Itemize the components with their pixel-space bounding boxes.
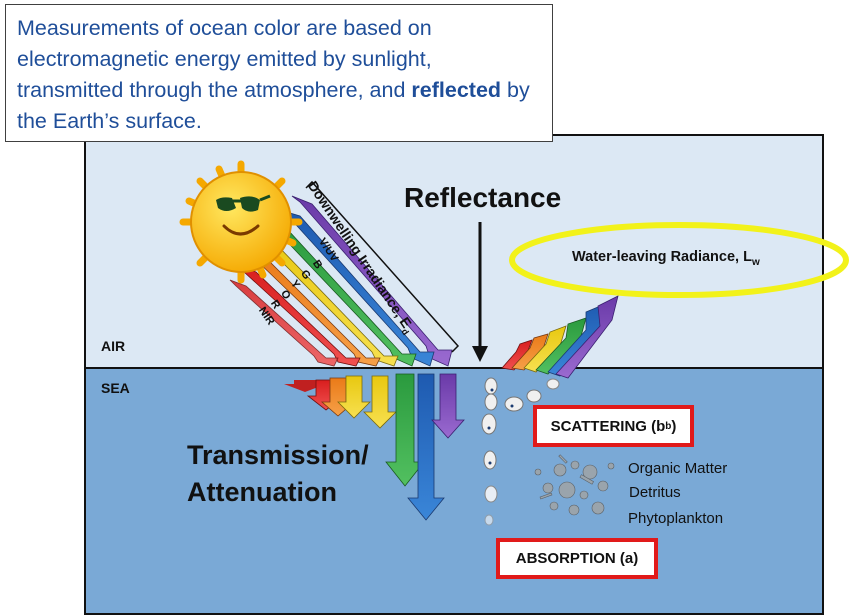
transmit-arrow-violet: [431, 373, 465, 439]
detritus-label: Detritus: [629, 484, 681, 501]
band-arrow-blue: [279, 209, 435, 367]
band-arrow-yellow: [257, 237, 399, 367]
transmit-arrow-yellow: [337, 375, 371, 419]
water-leaving-label-sub: w: [751, 256, 760, 268]
band-arrow-red: [237, 265, 361, 367]
transmit-arrow-blue: [407, 373, 445, 521]
water-leaving-highlight: [509, 222, 849, 298]
transmit-arrow-nir: [284, 380, 326, 392]
organic-matter-label: Organic Matter: [628, 460, 728, 477]
absorption-box: ABSORPTION (a): [496, 538, 658, 579]
transmit-arrow-green1: [363, 375, 397, 429]
downwelling-bracket: [305, 180, 460, 353]
scattering-text: SCATTERING (b: [550, 417, 666, 435]
water-leaving-arrows: [501, 295, 619, 379]
caption-text-bold: reflected: [411, 78, 502, 102]
water-leaving-label: Water-leaving Radiance, Lw: [572, 249, 760, 268]
caption-text-part2: by the Earth’s surface.: [17, 78, 530, 133]
band-arrow-nir: [229, 279, 339, 367]
absorption-text: ABSORPTION (a): [515, 550, 639, 567]
downwelling-band-arrows: [229, 195, 453, 367]
band-arrow-violet: [291, 195, 453, 367]
air-label: AIR: [101, 338, 126, 354]
sunglasses: [216, 194, 271, 212]
phytoplankton-label: Phytoplankton: [628, 510, 724, 527]
caption-box: Measurements of ocean color are based on…: [5, 4, 553, 142]
scattering-end: ): [671, 417, 677, 435]
band-arrow-orange: [247, 251, 381, 367]
scattering-particles: [481, 377, 560, 526]
transmission-line2: Attenuation: [187, 477, 337, 507]
scattering-sub: b: [665, 420, 672, 432]
transmit-arrow-green2: [385, 373, 425, 487]
reflectance-label: Reflectance: [404, 182, 562, 213]
caption-text-part1: Measurements of ocean color are based on…: [17, 16, 432, 102]
particle-cluster-icon: [534, 454, 615, 516]
transmission-line1: Transmission/: [187, 440, 369, 470]
sun-icon: [179, 160, 303, 284]
reflectance-arrow: [472, 222, 488, 362]
water-leaving-label-text: Water-leaving Radiance, L: [572, 249, 752, 265]
band-arrow-green: [267, 223, 417, 367]
sea-label: SEA: [101, 380, 130, 396]
transmission-arrows: [284, 373, 465, 521]
transmission-label: Transmission/ Attenuation: [187, 437, 369, 511]
